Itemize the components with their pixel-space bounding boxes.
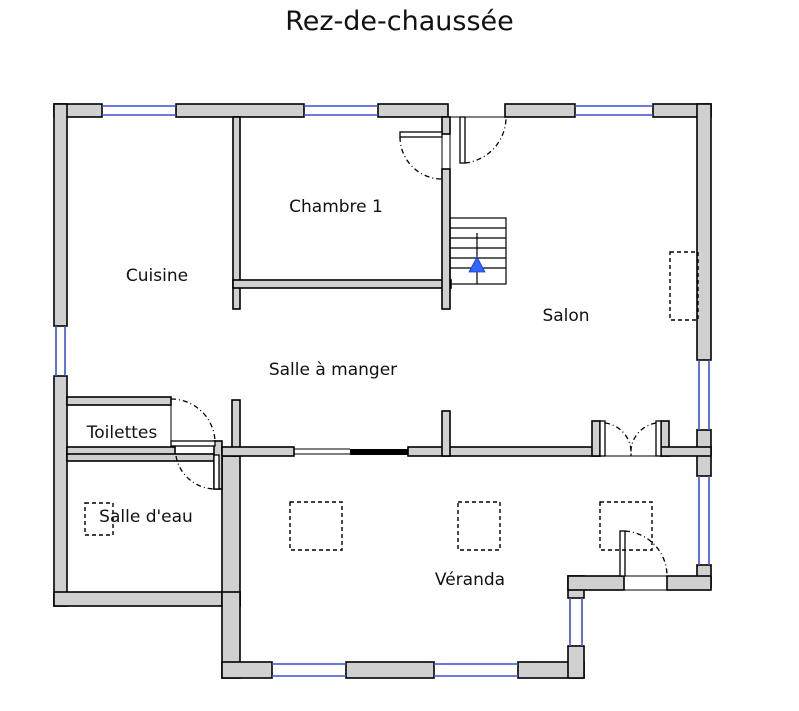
wall-veranda-corner-1 (567, 645, 585, 679)
door-entrance (459, 116, 466, 164)
wall-sam-bottom-3 (660, 446, 712, 457)
shower-tray (84, 502, 114, 536)
interior-walls (66, 116, 712, 490)
wall-sam-bottom-1 (221, 446, 295, 457)
wall-veranda-right-bottom (666, 575, 712, 591)
wall-top-4 (504, 103, 576, 118)
windows (55, 105, 710, 677)
wall-chambre-left (232, 116, 241, 310)
wall-chambre-right (441, 168, 451, 310)
pillar-1 (289, 501, 343, 551)
room-labels: Chambre 1 Cuisine Salon Salle à manger T… (86, 197, 590, 590)
door-veranda (619, 530, 626, 577)
room-label-toilettes: Toilettes (86, 423, 158, 443)
door-chambre (399, 131, 443, 138)
door-french-right (655, 420, 662, 457)
wall-toilettes-top (66, 396, 172, 406)
wall-top-2 (175, 103, 305, 118)
door-french-left (599, 420, 606, 457)
staircase (449, 217, 507, 285)
stair-arrow-icon (468, 256, 486, 273)
room-label-salon: Salon (542, 306, 589, 326)
room-label-cuisine: Cuisine (126, 266, 188, 286)
fireplace (669, 251, 699, 321)
wall-veranda-step (567, 575, 625, 591)
thresholds (170, 116, 667, 591)
page-title: Rez-de-chaussée (285, 6, 514, 37)
dashed-fixtures (84, 251, 699, 551)
wall-left-lower (53, 375, 68, 607)
wall-chambre-right-stub (441, 116, 451, 135)
pillar-3 (599, 501, 653, 551)
wall-right-upper (696, 103, 712, 361)
doors (170, 116, 668, 577)
wall-veranda-bottom-1 (221, 661, 273, 679)
wall-veranda-bottom-2 (345, 661, 435, 679)
door-toilettes (170, 440, 216, 447)
wall-veranda-left-upper (221, 455, 241, 607)
room-label-veranda: Véranda (435, 570, 505, 590)
wall-sam-stub-2 (441, 410, 451, 457)
wall-bottom-left (53, 591, 241, 607)
wall-french-door-left (591, 420, 601, 457)
door-salle-deau (213, 454, 220, 490)
outer-walls (53, 103, 712, 679)
room-label-salle-deau: Salle d'eau (99, 507, 193, 527)
room-label-chambre: Chambre 1 (289, 197, 383, 217)
wall-top-3 (377, 103, 449, 118)
wall-left-upper (53, 103, 68, 327)
room-label-salle-a-manger: Salle à manger (269, 360, 397, 380)
sliding-glass-door (294, 448, 408, 455)
wall-sam-bottom-2 (407, 446, 601, 457)
wall-salle-deau-top (66, 453, 223, 462)
wall-chambre-bottom (232, 279, 452, 289)
pillar-2 (457, 501, 501, 551)
